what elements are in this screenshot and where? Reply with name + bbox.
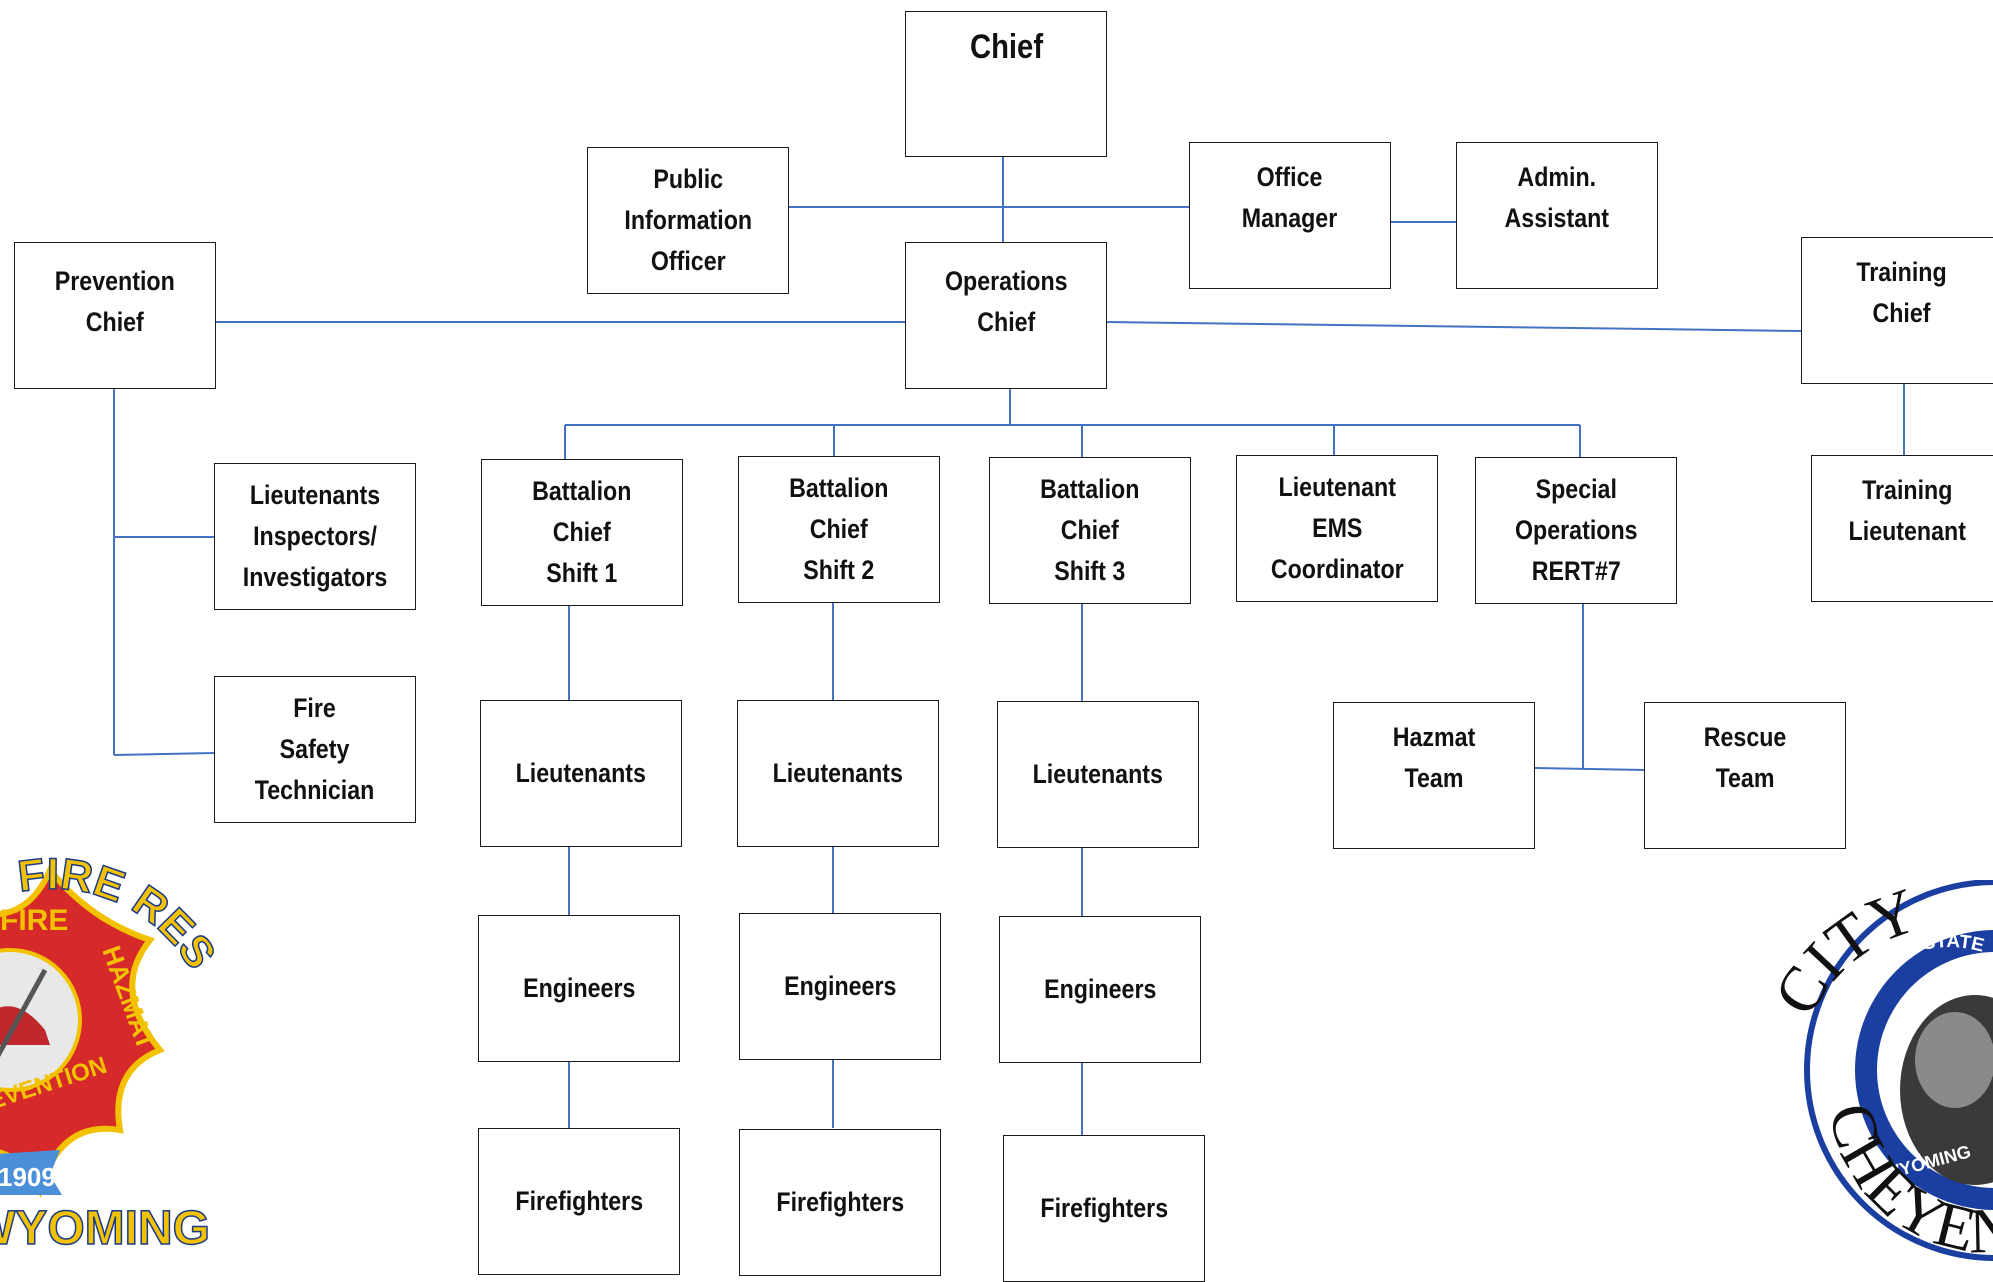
fire-safety-technician-box: Fire Safety Technician — [214, 676, 416, 823]
special-operations-label: Special Operations RERT#7 — [1514, 474, 1638, 586]
fire-safety-technician-label: Fire Safety Technician — [255, 693, 375, 805]
cross-center — [0, 948, 82, 1092]
public-information-officer-label: Public Information Officer — [624, 164, 752, 276]
lieutenants-label: Lieutenants — [772, 758, 904, 788]
special-operations-box: Special Operations RERT#7 — [1475, 457, 1677, 604]
office-manager-label: Office Manager — [1242, 162, 1338, 233]
battalion-chief-shift-1-box: Battalion Chief Shift 1 — [481, 459, 683, 606]
training-chief-label: Training Chief — [1856, 257, 1948, 328]
engineers-shift-2-box: Engineers — [739, 913, 941, 1060]
engineers-label: Engineers — [783, 971, 897, 1001]
lieutenants-label: Lieutenants — [1032, 759, 1164, 789]
firefighters-shift-1-box: Firefighters — [478, 1128, 680, 1275]
fire-rescue-cross-top: FIRE — [0, 904, 68, 937]
engineers-shift-3-box: Engineers — [999, 916, 1201, 1063]
connector — [1534, 767, 1646, 771]
rescue-team-label: Rescue Team — [1703, 722, 1787, 793]
battalion-chief-shift-3-box: Battalion Chief Shift 3 — [989, 457, 1191, 604]
engineers-shift-1-box: Engineers — [478, 915, 680, 1062]
rescue-team-box: Rescue Team — [1644, 702, 1846, 849]
engineers-label: Engineers — [522, 973, 636, 1003]
training-chief-box: Training Chief — [1801, 237, 1993, 384]
lieutenants-shift-2-box: Lieutenants — [737, 700, 939, 847]
chief-label: Chief — [969, 28, 1043, 66]
training-lieutenant-box: Training Lieutenant — [1811, 455, 1993, 602]
helmet-shape — [0, 1006, 50, 1045]
lieutenants-inspectors-label: Lieutenants Inspectors/ Investigators — [242, 480, 388, 592]
operations-chief-box: Operations Chief — [905, 242, 1107, 389]
lieutenants-label: Lieutenants — [515, 758, 647, 788]
battalion-chief-shift-1-label: Battalion Chief Shift 1 — [532, 476, 632, 588]
connector — [1105, 321, 1803, 332]
connector — [113, 752, 215, 756]
engineers-label: Engineers — [1043, 974, 1157, 1004]
lieutenant-ems-coordinator-box: Lieutenant EMS Coordinator — [1236, 455, 1438, 602]
firefighters-shift-3-box: Firefighters — [1003, 1135, 1205, 1282]
public-information-officer-box: Public Information Officer — [587, 147, 789, 294]
prevention-chief-label: Prevention Chief — [54, 266, 175, 337]
hazmat-team-label: Hazmat Team — [1392, 722, 1476, 793]
firefighters-label: Firefighters — [1040, 1193, 1168, 1223]
battalion-chief-shift-3-label: Battalion Chief Shift 3 — [1040, 474, 1140, 586]
lieutenants-shift-3-box: Lieutenants — [997, 701, 1199, 848]
buffalo-face — [1915, 1012, 1993, 1108]
firefighters-label: Firefighters — [776, 1187, 904, 1217]
battalion-chief-shift-2-label: Battalion Chief Shift 2 — [789, 473, 889, 585]
admin-assistant-label: Admin. Assistant — [1504, 162, 1610, 233]
operations-chief-label: Operations Chief — [944, 266, 1068, 337]
year-ribbon — [0, 1150, 62, 1195]
lieutenants-shift-1-box: Lieutenants — [480, 700, 682, 847]
prevention-chief-box: Prevention Chief — [14, 242, 216, 389]
fire-rescue-year: 1909 — [0, 1162, 56, 1192]
chief-box: Chief — [905, 11, 1107, 157]
training-lieutenant-label: Training Lieutenant — [1848, 475, 1966, 546]
fire-rescue-logo: FIRE RESCUE FIRE HAZMAT PREVENTION 1909 … — [0, 830, 215, 1256]
hazmat-team-box: Hazmat Team — [1333, 702, 1535, 849]
admin-assistant-box: Admin. Assistant — [1456, 142, 1658, 289]
office-manager-box: Office Manager — [1189, 142, 1391, 289]
fire-rescue-state: WYOMING — [0, 1202, 210, 1255]
lieutenant-ems-coordinator-label: Lieutenant EMS Coordinator — [1270, 472, 1404, 584]
firefighters-label: Firefighters — [515, 1186, 643, 1216]
firefighters-shift-2-box: Firefighters — [739, 1129, 941, 1276]
battalion-chief-shift-2-box: Battalion Chief Shift 2 — [738, 456, 940, 603]
ladder-icon — [0, 968, 48, 1058]
lieutenants-inspectors-box: Lieutenants Inspectors/ Investigators — [214, 463, 416, 610]
city-seal-logo: CITY THE EQUALITY STATE WYOMING CHEYENNE — [1770, 880, 1993, 1266]
